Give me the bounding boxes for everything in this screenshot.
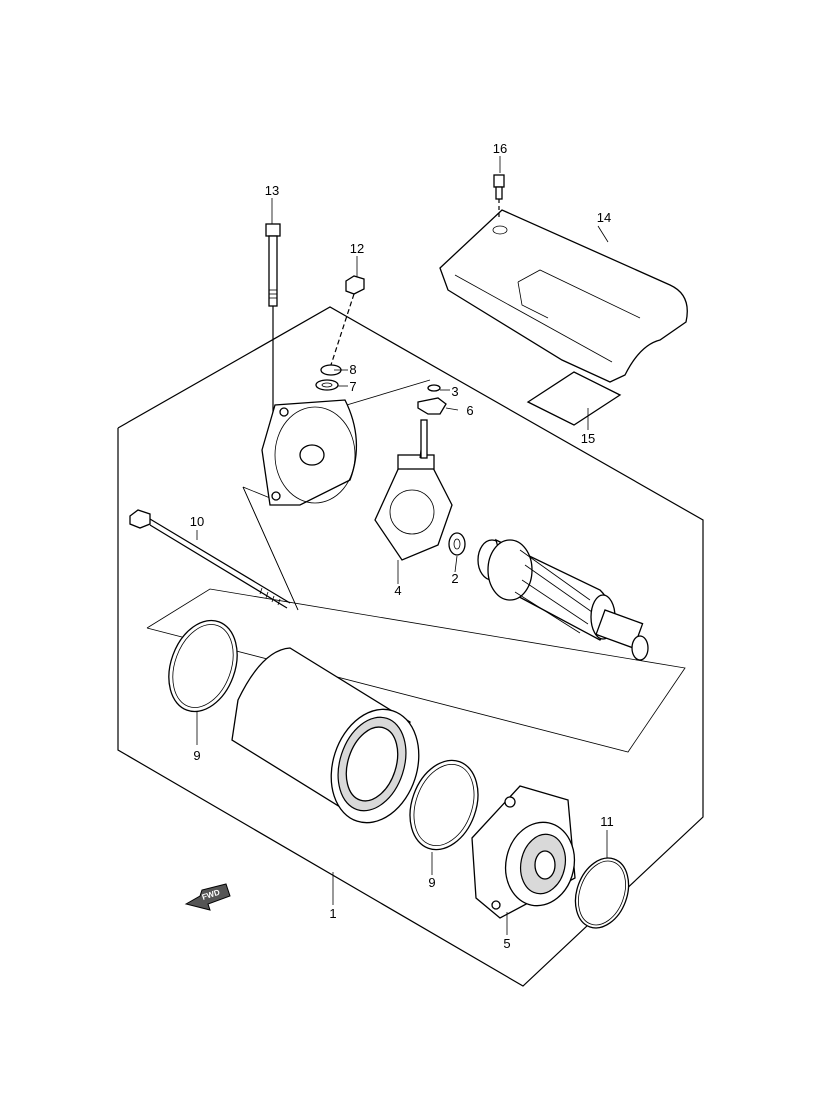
callout-12: 12 (350, 241, 364, 256)
callout-7: 7 (349, 379, 356, 394)
washer-7-part (315, 379, 339, 391)
callout-16: 16 (493, 141, 507, 156)
insulator-6-part (417, 397, 447, 415)
callout-15: 15 (581, 431, 595, 446)
long-bolt-part (265, 223, 281, 440)
callout-2: 2 (451, 571, 458, 586)
rear-cover-part (439, 209, 688, 383)
armature-part (477, 538, 649, 661)
callout-4: 4 (394, 583, 401, 598)
nut-part (329, 275, 365, 369)
callout-14: 14 (597, 210, 611, 225)
front-cover-part (471, 785, 576, 919)
callout-labels: 1 2 3 4 5 6 7 8 9 9 10 11 12 13 14 15 16 (190, 141, 614, 951)
callout-13: 13 (265, 183, 279, 198)
fwd-direction-marker: FWD (184, 883, 231, 911)
callout-9-center: 9 (428, 875, 435, 890)
callout-9-left: 9 (193, 748, 200, 763)
callout-8: 8 (349, 362, 356, 377)
callout-3: 3 (451, 384, 458, 399)
callout-10: 10 (190, 514, 204, 529)
cover-bolt-part (493, 174, 505, 218)
callout-6: 6 (466, 403, 473, 418)
yoke-part (231, 647, 420, 824)
o-ring-9-left-part (168, 619, 238, 713)
leader-lines (196, 156, 609, 935)
through-bolt-part (129, 509, 291, 609)
washer-2-part (448, 532, 466, 556)
o-ring-3-part (427, 384, 441, 392)
o-ring-11-part (574, 857, 630, 929)
callout-1: 1 (329, 906, 336, 921)
callout-11: 11 (600, 814, 614, 829)
brush-holder-part (374, 419, 453, 561)
o-ring-9-center-part (409, 759, 479, 851)
arrow-left-down-icon (184, 883, 231, 911)
end-cover-part (261, 399, 358, 506)
pad-part (526, 371, 622, 426)
callout-5: 5 (503, 936, 510, 951)
